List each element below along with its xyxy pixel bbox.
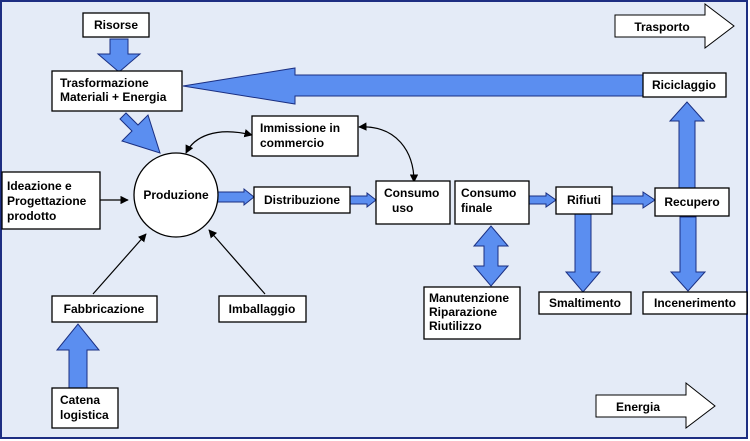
arrow-consumo-manutenzione-double bbox=[472, 225, 510, 287]
catena-box bbox=[51, 387, 119, 429]
imballaggio-label: Imballaggio bbox=[229, 302, 296, 316]
arrow-immissione-consumo-uso bbox=[358, 122, 419, 183]
arrow-riciclaggio-to-trasformazione bbox=[182, 67, 644, 105]
consumo-finale-label: Consumo finale bbox=[461, 186, 520, 215]
trasformazione-box bbox=[51, 70, 183, 112]
consumo-uso-label: Consumo uso bbox=[384, 186, 443, 215]
node-labels: Risorse Trasformazione Materiali + Energ… bbox=[7, 18, 736, 422]
smaltimento-box bbox=[538, 291, 632, 315]
distribuzione-box bbox=[253, 186, 351, 214]
distribuzione-label: Distribuzione bbox=[264, 193, 340, 207]
produzione-node bbox=[133, 152, 219, 238]
arrow-fabbricazione-to-produzione bbox=[92, 233, 147, 295]
immissione-box bbox=[251, 115, 359, 157]
trasporto-label: Trasporto bbox=[634, 20, 689, 34]
arrow-catena-to-fabbricazione bbox=[55, 323, 101, 389]
ideazione-box bbox=[1, 171, 101, 230]
energia-label: Energia bbox=[616, 400, 660, 414]
arrow-recupero-to-incenerimento bbox=[669, 216, 707, 292]
imballaggio-box bbox=[218, 295, 307, 323]
risorse-label: Risorse bbox=[94, 18, 138, 32]
riciclaggio-label: Riciclaggio bbox=[652, 78, 716, 92]
node-boxes bbox=[1, 12, 748, 429]
catena-label: Catena logistica bbox=[60, 393, 109, 422]
trasformazione-label: Trasformazione Materiali + Energia bbox=[60, 76, 167, 104]
ideazione-label: Ideazione e Progettazione prodotto bbox=[7, 179, 90, 223]
fabbricazione-label: Fabbricazione bbox=[64, 302, 145, 316]
arrow-consumo-finale-to-rifiuti bbox=[528, 192, 557, 208]
consumo-finale-box bbox=[454, 180, 530, 225]
arrow-distribuzione-to-consumo-uso bbox=[349, 191, 377, 209]
flow-arrows bbox=[55, 38, 707, 389]
manutenzione-label: Manutenzione Riparazione Riutilizzo bbox=[429, 291, 512, 333]
energia-arrow bbox=[595, 381, 716, 430]
recupero-box bbox=[654, 187, 730, 217]
immissione-label: Immissione in commercio bbox=[260, 121, 343, 150]
fabbricazione-box bbox=[51, 295, 158, 323]
legend bbox=[595, 2, 735, 430]
trasporto-arrow bbox=[614, 2, 735, 50]
arrow-trasformazione-to-produzione bbox=[119, 112, 161, 154]
arrow-risorse-to-trasformazione bbox=[96, 38, 142, 73]
arrow-rifiuti-to-smaltimento bbox=[564, 213, 602, 293]
rifiuti-label: Rifiuti bbox=[567, 193, 601, 207]
arrow-imballaggio-to-produzione bbox=[208, 229, 266, 295]
manutenzione-box bbox=[423, 286, 521, 340]
produzione-label: Produzione bbox=[143, 188, 209, 202]
smaltimento-label: Smaltimento bbox=[549, 296, 621, 310]
connector-arrows bbox=[92, 122, 419, 295]
arrow-recupero-to-riciclaggio bbox=[668, 101, 706, 189]
consumo-uso-box bbox=[375, 180, 451, 225]
incenerimento-box bbox=[642, 291, 748, 315]
arrow-produzione-immissione bbox=[185, 129, 253, 154]
incenerimento-label: Incenerimento bbox=[654, 296, 736, 310]
recupero-label: Recupero bbox=[664, 195, 719, 209]
risorse-box bbox=[82, 12, 150, 38]
riciclaggio-box bbox=[642, 72, 727, 98]
rifiuti-box bbox=[555, 186, 613, 215]
arrow-rifiuti-to-recupero bbox=[611, 191, 656, 209]
